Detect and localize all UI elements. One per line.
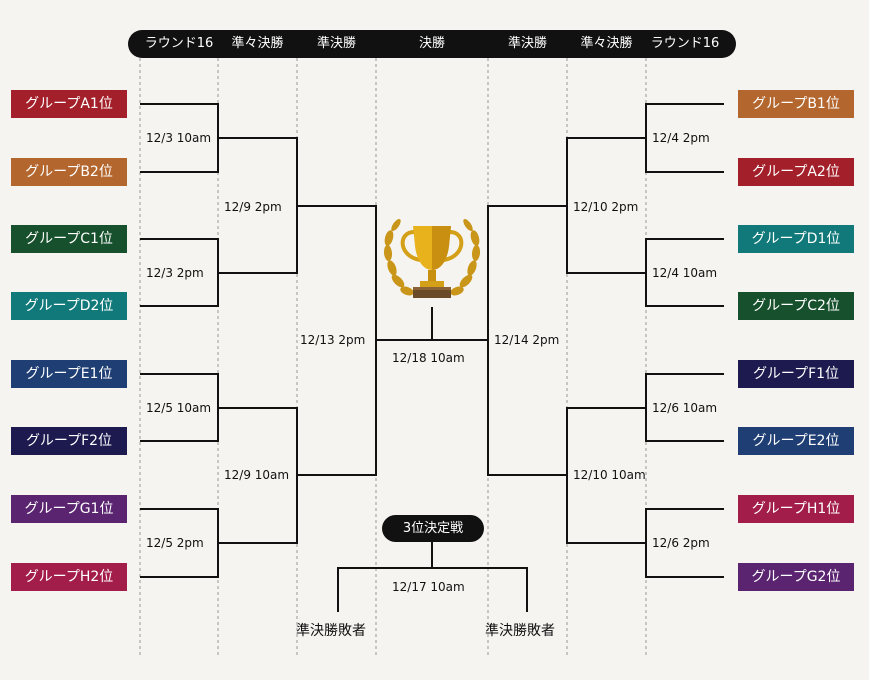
match-date-right-r16-4: 12/6 2pm xyxy=(652,536,710,550)
team-left-1: グループA1位 xyxy=(11,90,127,118)
bracket-connectors xyxy=(140,103,724,612)
third-place-right-loser: 準決勝敗者 xyxy=(485,623,555,639)
team-left-6: グループF2位 xyxy=(11,427,127,455)
third-place-label: 3位決定戦 xyxy=(382,515,484,542)
header-semifinal-left: 準決勝 xyxy=(316,36,356,51)
match-date-final: 12/18 10am xyxy=(392,351,465,365)
match-date-right-r16-3: 12/6 10am xyxy=(652,401,718,415)
team-left-2: グループB2位 xyxy=(11,158,127,186)
match-date-left-r16-3: 12/5 10am xyxy=(146,401,212,415)
header-quarterfinal-right: 準々決勝 xyxy=(580,36,633,51)
third-place-date: 12/17 10am xyxy=(392,580,465,594)
team-right-2: グループA2位 xyxy=(738,158,854,186)
match-date-left-sf: 12/13 2pm xyxy=(300,333,366,347)
team-left-4: グループD2位 xyxy=(11,292,127,320)
match-date-left-r16-1: 12/3 10am xyxy=(146,131,212,145)
match-date-left-r16-2: 12/3 2pm xyxy=(146,266,204,280)
team-left-8: グループH2位 xyxy=(11,563,127,591)
header-round16-right: ラウンド16 xyxy=(650,36,720,51)
match-date-right-r16-1: 12/4 2pm xyxy=(652,131,710,145)
match-date-right-qf-1: 12/10 2pm xyxy=(573,200,639,214)
team-right-8: グループG2位 xyxy=(738,563,854,591)
header-round16-left: ラウンド16 xyxy=(144,36,214,51)
match-date-left-r16-4: 12/5 2pm xyxy=(146,536,204,550)
match-date-right-r16-2: 12/4 10am xyxy=(652,266,718,280)
team-right-4: グループC2位 xyxy=(738,292,854,320)
trophy-icon xyxy=(383,219,481,298)
match-date-right-sf: 12/14 2pm xyxy=(494,333,560,347)
team-right-1: グループB1位 xyxy=(738,90,854,118)
third-place-left-loser: 準決勝敗者 xyxy=(296,623,366,639)
team-right-5: グループF1位 xyxy=(738,360,854,388)
team-left-5: グループE1位 xyxy=(11,360,127,388)
team-left-7: グループG1位 xyxy=(11,495,127,523)
team-right-6: グループE2位 xyxy=(738,427,854,455)
team-right-7: グループH1位 xyxy=(738,495,854,523)
team-left-3: グループC1位 xyxy=(11,225,127,253)
header-final: 決勝 xyxy=(418,36,445,51)
match-date-left-qf-2: 12/9 10am xyxy=(224,468,290,482)
header-quarterfinal-left: 準々決勝 xyxy=(231,36,284,51)
match-date-right-qf-2: 12/10 10am xyxy=(573,468,646,482)
header-semifinal-right: 準決勝 xyxy=(507,36,547,51)
match-date-left-qf-1: 12/9 2pm xyxy=(224,200,282,214)
round-header-bar xyxy=(128,30,736,58)
team-right-3: グループD1位 xyxy=(738,225,854,253)
